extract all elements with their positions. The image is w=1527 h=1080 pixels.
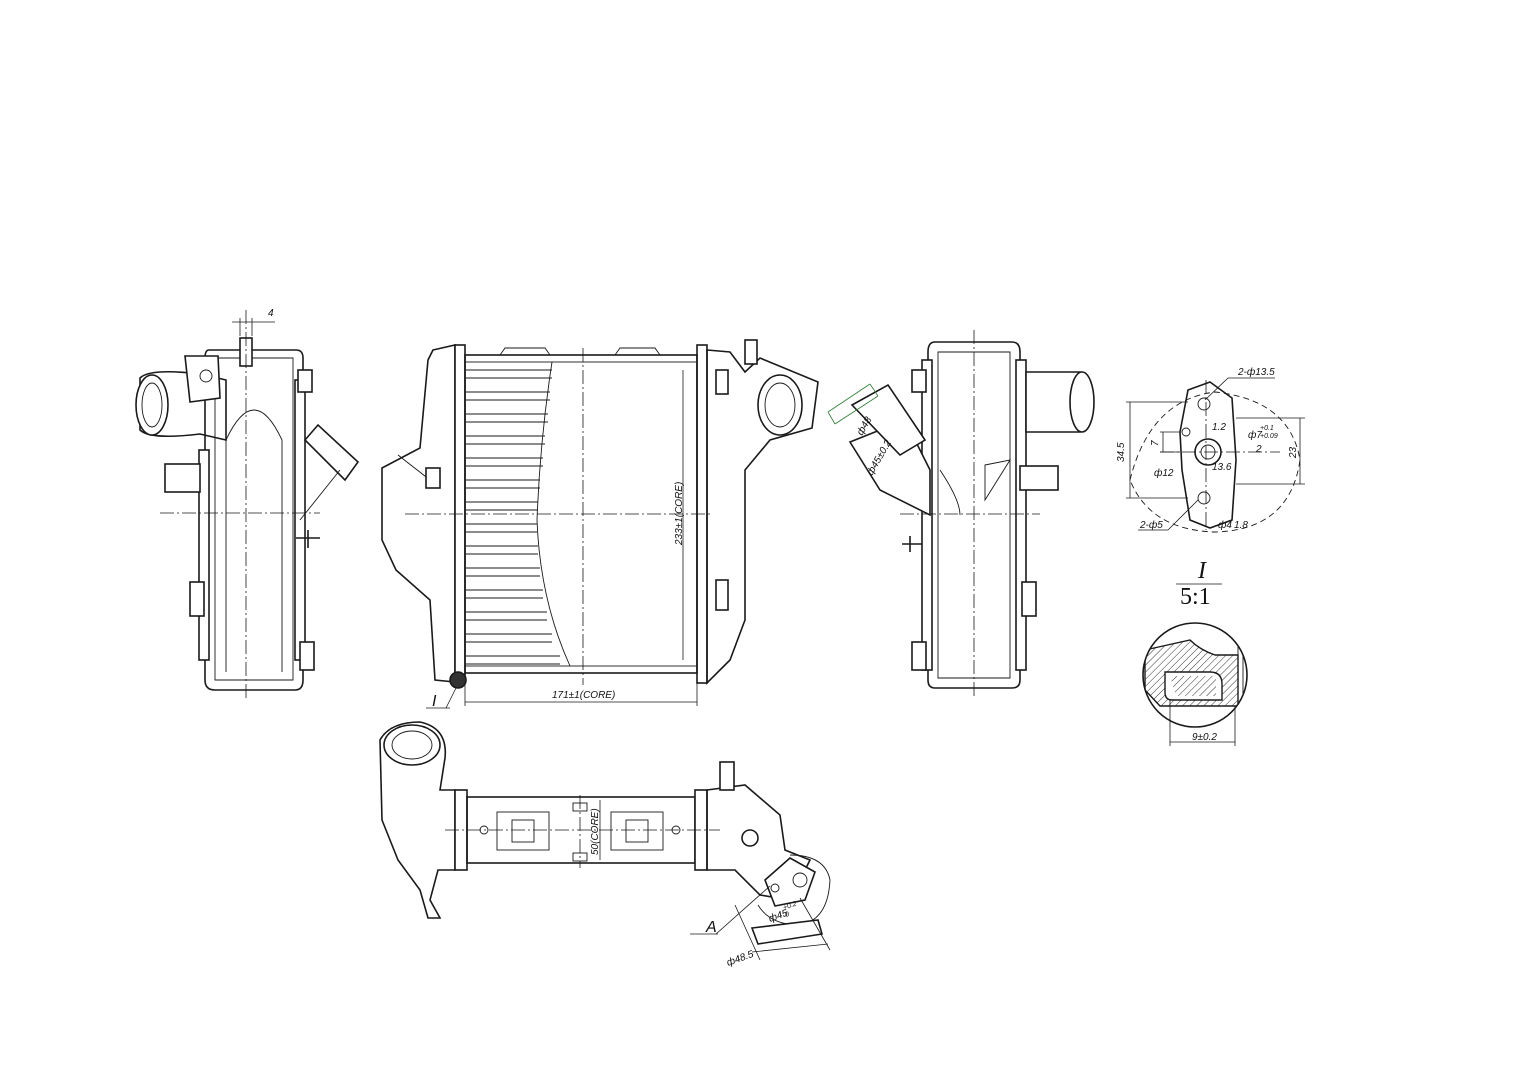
dim-dia-7-tol-up: +0.1 [1260, 425, 1274, 432]
dim-bottom-bore-tol-dn: 0 [784, 911, 790, 919]
detail-I-marker: I [432, 693, 437, 710]
seal-detail: 9±0.2 [1142, 622, 1248, 746]
dim-holes-small: 2-ф5 [1139, 519, 1163, 531]
dim-1-2: 1.2 [1212, 422, 1226, 433]
dim-core-depth: 50(CORE) [590, 808, 601, 855]
dim-1-8: 1.8 [1234, 520, 1248, 531]
detail-title: I [1197, 558, 1207, 584]
flange-detail: 34.5 23 7 2-ф13.5 2-ф5 1.2 ф7 +0.1 +0.09… [1116, 366, 1305, 610]
dim-holes-large: 2-ф13.5 [1237, 366, 1275, 378]
dim-core-height: 233±1(CORE) [674, 482, 685, 546]
dim-dia-7-tol-dn: +0.09 [1260, 433, 1278, 440]
front-view: 233±1(CORE) 171±1(CORE) I [381, 339, 819, 710]
bottom-view: 50(CORE) ф48.5 ф45 +0.2 0 A [379, 721, 831, 969]
dim-flange-23: 23 [1288, 446, 1299, 459]
detail-A-marker: A [705, 919, 717, 936]
dim-4-label: 4 [268, 308, 274, 319]
left-side-view: 4 [135, 308, 360, 700]
dim-seal-width: 9±0.2 [1192, 732, 1217, 743]
dim-bottom-bore-tol-up: +0.2 [782, 901, 797, 912]
dim-flange-7: 7 [1150, 440, 1161, 446]
dim-dia-4: ф4 [1218, 519, 1232, 531]
right-side-view: ф48 ф45±0.2 [827, 330, 1095, 698]
dim-13-6: 13.6 [1212, 462, 1232, 473]
dim-flange-height: 34.5 [1116, 442, 1127, 462]
dim-dia-12: ф12 [1154, 467, 1174, 479]
dim-core-width: 171±1(CORE) [552, 690, 615, 701]
dim-outlet-dia: ф48.5 [725, 948, 756, 969]
dim-2: 2 [1255, 444, 1262, 455]
core-fins [466, 369, 560, 665]
detail-scale: 5:1 [1180, 584, 1211, 610]
dim-dia-7: ф7 [1248, 429, 1262, 441]
